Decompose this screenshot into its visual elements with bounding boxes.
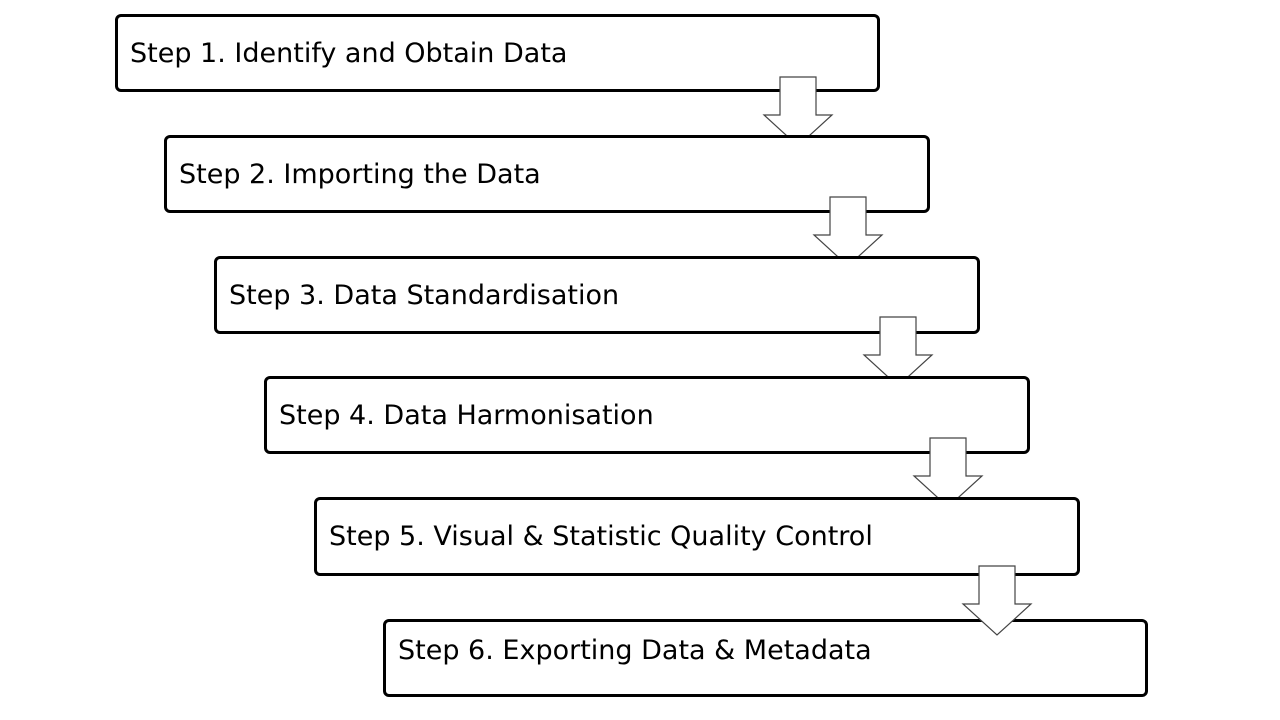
down-arrow-icon xyxy=(961,565,1033,636)
step-6-box: Step 6. Exporting Data & Metadata xyxy=(383,619,1148,697)
step-6-label: Step 6. Exporting Data & Metadata xyxy=(398,634,872,666)
step-2-label: Step 2. Importing the Data xyxy=(179,158,541,190)
down-arrow-icon xyxy=(762,76,834,147)
step-4-label: Step 4. Data Harmonisation xyxy=(279,399,654,431)
step-4-box: Step 4. Data Harmonisation xyxy=(264,376,1030,454)
step-1-label: Step 1. Identify and Obtain Data xyxy=(130,37,568,69)
step-2-box: Step 2. Importing the Data xyxy=(164,135,930,213)
down-arrow-icon xyxy=(912,437,984,508)
down-arrow-icon xyxy=(862,316,934,387)
step-5-label: Step 5. Visual & Statistic Quality Contr… xyxy=(329,521,873,552)
down-arrow-icon xyxy=(812,196,884,267)
step-3-label: Step 3. Data Standardisation xyxy=(229,279,620,311)
step-3-box: Step 3. Data Standardisation xyxy=(214,256,980,334)
step-5-box: Step 5. Visual & Statistic Quality Contr… xyxy=(314,497,1080,576)
step-1-box: Step 1. Identify and Obtain Data xyxy=(115,14,880,92)
